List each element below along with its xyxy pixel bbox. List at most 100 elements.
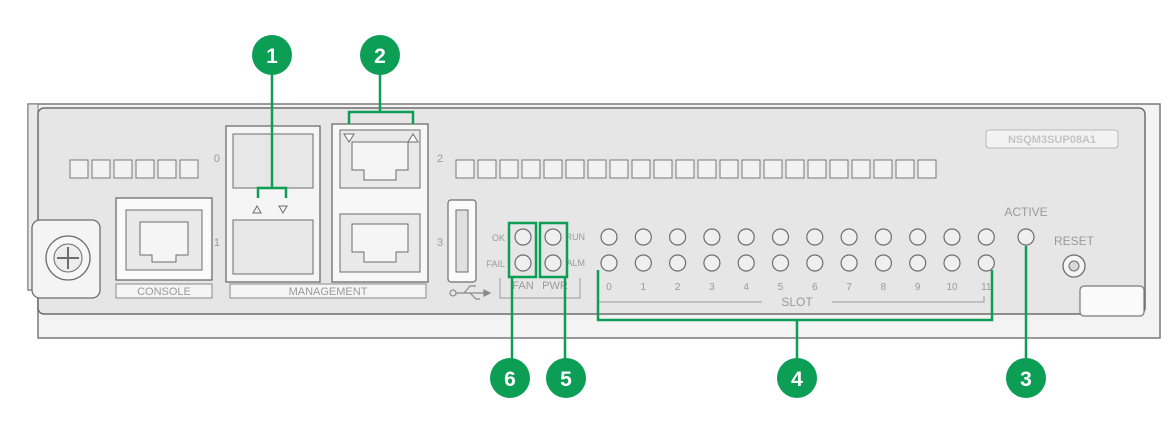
management-rj45-ports[interactable] (331, 123, 429, 283)
pwr-label: PWR (542, 280, 568, 292)
callout-5-number: 5 (560, 368, 572, 391)
slot-alm-led (737, 254, 755, 272)
slot-alm-led (874, 254, 893, 272)
fan-label: FAN (512, 280, 533, 292)
vent-square (719, 159, 739, 179)
slot-number: 10 (946, 282, 958, 293)
usb-port[interactable] (447, 199, 477, 283)
slot-alm-led (943, 254, 961, 272)
slot-alm-led (600, 254, 618, 272)
callout-2: 2 (360, 35, 400, 75)
slot-run-led (703, 228, 721, 246)
callout-4: 4 (777, 358, 817, 398)
sfp-port-1-label: 1 (214, 237, 220, 249)
slot-run-led (737, 228, 755, 246)
pwr-leds (544, 228, 562, 272)
vent-square (631, 159, 651, 179)
slot-run-led (668, 228, 687, 246)
slot-number: 2 (675, 282, 681, 293)
fail-label: FAIL (486, 259, 505, 269)
vent-square (653, 159, 673, 179)
slot-run-led (600, 228, 618, 246)
vent-square (873, 159, 893, 179)
vent-square (851, 159, 871, 179)
slot-number: 8 (881, 282, 887, 293)
slot-number: 1 (641, 282, 647, 293)
callout-1-number: 1 (266, 45, 278, 68)
slot-number: 5 (778, 282, 784, 293)
model-label-box (985, 129, 1119, 149)
vent-square (785, 159, 805, 179)
vent-square (543, 159, 563, 179)
callout-brackets (256, 70, 1028, 360)
console-label: CONSOLE (137, 286, 191, 298)
slot-alm-led (977, 254, 995, 272)
slot-run-led (634, 228, 652, 246)
slot-numbers: 0 1 2 3 4 5 6 7 8 9 10 11 (606, 282, 992, 293)
vent-right (455, 159, 937, 179)
slot-alm-led (840, 254, 858, 272)
slot-run-led (977, 228, 995, 246)
slot-alm-led (634, 254, 652, 272)
slot-run-led (806, 228, 824, 246)
slot-label: SLOT (781, 295, 813, 309)
slot-number: 11 (981, 282, 992, 293)
console-label-box (115, 283, 213, 299)
slot-run-led (840, 228, 858, 246)
vent-square (697, 159, 717, 179)
vent-square (499, 159, 519, 179)
vent-square (763, 159, 783, 179)
vent-square (675, 159, 695, 179)
chassis-notch (1079, 285, 1145, 317)
alm-label: ALM (566, 258, 585, 268)
usb-icon (449, 285, 492, 300)
active-led (1017, 228, 1035, 246)
vent-square (609, 159, 629, 179)
vent-square (917, 159, 937, 179)
slot-run-led (943, 228, 961, 246)
slot-number: 4 (743, 282, 749, 293)
slot-alm-led (771, 254, 790, 272)
vent-square (455, 159, 475, 179)
fan-leds (514, 228, 532, 272)
slot-number: 7 (846, 282, 852, 293)
fan-pwr-bracket (499, 278, 581, 299)
slot-alm-led (668, 254, 687, 272)
console-port[interactable] (115, 197, 213, 281)
vent-square (587, 159, 607, 179)
callout-3-number: 3 (1020, 368, 1032, 391)
slot-number: 6 (812, 282, 818, 293)
callout-3: 3 (1006, 358, 1046, 398)
callout-6-number: 6 (504, 368, 516, 391)
reset-label: RESET (1054, 234, 1095, 248)
callout-6: 6 (490, 358, 530, 398)
slot-number: 9 (915, 282, 921, 293)
slot-run-led (909, 228, 927, 246)
slot-run-led (874, 228, 893, 246)
slot-alm-led (909, 254, 927, 272)
model-label: NSQM3SUP08A1 (1008, 134, 1096, 146)
slot-alm-led (703, 254, 721, 272)
vent-square (829, 159, 849, 179)
callout-1: 1 (252, 35, 292, 75)
captive-screw (31, 219, 101, 299)
vent-square (477, 159, 497, 179)
callout-5: 5 (546, 358, 586, 398)
management-label: MANAGEMENT (289, 286, 368, 298)
slot-number: 0 (606, 282, 612, 293)
vent-square (565, 159, 585, 179)
active-label: ACTIVE (1004, 205, 1047, 219)
sfp-port-0-label: 0 (214, 153, 220, 165)
vent-square (807, 159, 827, 179)
rj-port-2-label: 2 (437, 153, 443, 165)
vent-left (69, 159, 199, 179)
reset-button[interactable] (1062, 254, 1086, 278)
slot-number: 3 (709, 282, 715, 293)
vent-square (521, 159, 541, 179)
rj-port-3-label: 3 (437, 237, 443, 249)
management-label-box (229, 283, 427, 299)
vent-square (895, 159, 915, 179)
slot-run-led (771, 228, 790, 246)
callout-2-number: 2 (374, 45, 386, 68)
